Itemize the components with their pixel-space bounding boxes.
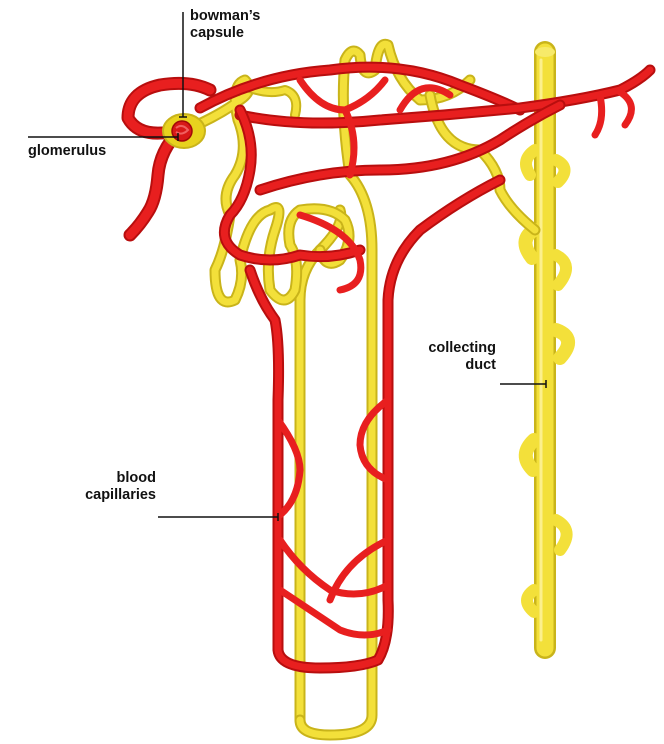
bowmans-capsule-label: bowman’s capsule — [190, 8, 260, 42]
blood-capillaries-label-line1: blood — [60, 470, 156, 487]
blood-capillaries-label: blood capillaries — [60, 470, 156, 504]
collecting-duct — [525, 47, 568, 648]
collecting-duct-label: collecting duct — [410, 340, 496, 374]
collecting-duct-label-line1: collecting — [410, 340, 496, 357]
blood-vessels — [128, 67, 650, 668]
glomerulus-label: glomerulus — [28, 143, 106, 160]
blood-capillaries-label-line2: capillaries — [60, 487, 156, 504]
bowmans-capsule-label-line2: capsule — [190, 25, 260, 42]
glomerulus-label-text: glomerulus — [28, 143, 106, 159]
bowmans-capsule-label-line1: bowman’s — [190, 8, 260, 25]
collecting-duct-label-line2: duct — [410, 357, 496, 374]
glomerulus-capsule — [163, 114, 205, 148]
